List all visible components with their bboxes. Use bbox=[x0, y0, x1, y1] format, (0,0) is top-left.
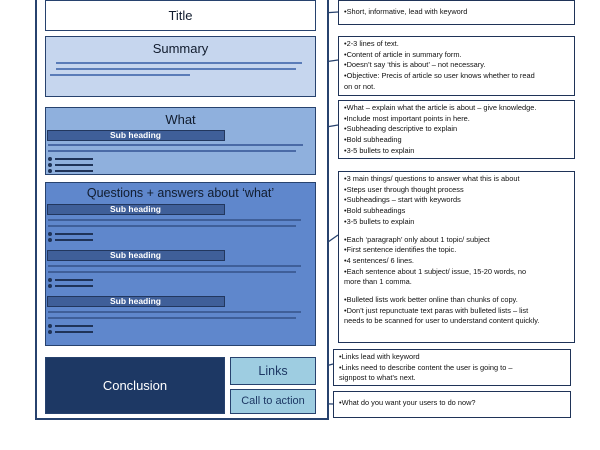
note-spacer bbox=[344, 228, 570, 235]
cta-section: Call to action bbox=[230, 389, 316, 414]
note-line: more than 1 comma. bbox=[344, 277, 412, 287]
text-line bbox=[55, 158, 93, 160]
note-line: •3-5 bullets to explain bbox=[344, 216, 415, 226]
text-line bbox=[55, 170, 93, 172]
note-line: •Subheading descriptive to explain bbox=[344, 124, 458, 134]
note-line: •Bold subheadings bbox=[344, 206, 406, 216]
text-line bbox=[56, 68, 296, 70]
note-spacer bbox=[344, 288, 570, 295]
bullet-icon bbox=[48, 238, 52, 242]
text-line bbox=[48, 265, 301, 267]
note-line: •Each ‘paragraph’ only about 1 topic/ su… bbox=[344, 234, 490, 244]
note-line: •Steps user through thought process bbox=[344, 184, 464, 194]
note-line: •Short, informative, lead with keyword bbox=[344, 7, 468, 16]
note-line: •Objective: Precis of article so user kn… bbox=[344, 71, 535, 81]
note-line: •4 sentences/ 6 lines. bbox=[344, 255, 414, 265]
note-line: •What do you want your users to do now? bbox=[339, 398, 476, 407]
note-what: •What – explain what the article is abou… bbox=[338, 100, 575, 159]
note-line: •Content of article in summary form. bbox=[344, 49, 462, 59]
text-line bbox=[55, 164, 93, 166]
bullet-icon bbox=[48, 278, 52, 282]
note-links: •Links lead with keyword •Links need to … bbox=[333, 349, 571, 386]
note-line: needs to be scanned for user to understa… bbox=[344, 316, 540, 326]
note-line: •Don’t just repunctuate text paras with … bbox=[344, 305, 529, 315]
text-line bbox=[48, 317, 296, 319]
note-line: •Links lead with keyword bbox=[339, 352, 420, 361]
note-line: •3 main things/ questions to answer what… bbox=[344, 174, 520, 183]
note-line: •Bold subheading bbox=[344, 135, 402, 145]
bullet-icon bbox=[48, 330, 52, 334]
text-line bbox=[48, 150, 296, 152]
text-line bbox=[48, 225, 296, 227]
text-line bbox=[55, 325, 93, 327]
text-line bbox=[55, 279, 93, 281]
qa-section-label: Questions + answers about ‘what’ bbox=[86, 186, 275, 200]
summary-section: Summary bbox=[45, 36, 316, 97]
text-line bbox=[48, 144, 303, 146]
bullet-icon bbox=[48, 324, 52, 328]
note-line: signpost to what’s next. bbox=[339, 373, 416, 383]
text-line bbox=[48, 271, 296, 273]
bullet-icon bbox=[48, 284, 52, 288]
title-section: Title bbox=[45, 0, 316, 31]
conclusion-label: Conclusion bbox=[102, 378, 168, 393]
what-section-label: What bbox=[165, 112, 196, 127]
note-line: •Include most important points in here. bbox=[344, 113, 470, 123]
note-line: •Links need to describe content the user… bbox=[339, 362, 513, 372]
note-line: •Subheadings – start with keywords bbox=[344, 195, 461, 205]
bullet-icon bbox=[48, 157, 52, 161]
note-line: •First sentence identifies the topic. bbox=[344, 245, 457, 255]
sub-heading-bar: Sub heading bbox=[47, 204, 225, 215]
text-line bbox=[55, 331, 93, 333]
text-line bbox=[48, 311, 301, 313]
note-summary: •2-3 lines of text. •Content of article … bbox=[338, 36, 575, 96]
sub-heading-bar: Sub heading bbox=[47, 130, 225, 141]
text-line bbox=[48, 219, 301, 221]
qa-section: Questions + answers about ‘what’ Sub hea… bbox=[45, 182, 316, 346]
sub-heading-bar: Sub heading bbox=[47, 296, 225, 307]
text-line bbox=[55, 239, 93, 241]
conclusion-section: Conclusion bbox=[45, 357, 225, 414]
note-title: •Short, informative, lead with keyword bbox=[338, 0, 575, 25]
note-qa: •3 main things/ questions to answer what… bbox=[338, 171, 575, 343]
note-cta: •What do you want your users to do now? bbox=[333, 391, 571, 418]
note-line: •Bulleted lists work better online than … bbox=[344, 295, 518, 305]
note-line: •Doesn’t say ‘this is about’ – not neces… bbox=[344, 60, 486, 70]
bullet-icon bbox=[48, 232, 52, 236]
note-line: on or not. bbox=[344, 81, 376, 91]
note-line: •Each sentence about 1 subject/ issue, 1… bbox=[344, 266, 527, 276]
title-section-label: Title bbox=[168, 8, 193, 23]
text-line bbox=[55, 233, 93, 235]
text-line bbox=[56, 62, 302, 64]
sub-heading-bar: Sub heading bbox=[47, 250, 225, 261]
note-line: •What – explain what the article is abou… bbox=[344, 103, 537, 112]
note-line: •2-3 lines of text. bbox=[344, 39, 399, 48]
summary-section-label: Summary bbox=[152, 41, 209, 56]
note-line: •3-5 bullets to explain bbox=[344, 145, 415, 155]
bullet-icon bbox=[48, 169, 52, 173]
links-label: Links bbox=[258, 364, 288, 378]
cta-label: Call to action bbox=[241, 395, 305, 407]
what-section: What Sub heading bbox=[45, 107, 316, 175]
text-line bbox=[50, 74, 190, 76]
bullet-icon bbox=[48, 163, 52, 167]
links-section: Links bbox=[230, 357, 316, 385]
text-line bbox=[55, 285, 93, 287]
